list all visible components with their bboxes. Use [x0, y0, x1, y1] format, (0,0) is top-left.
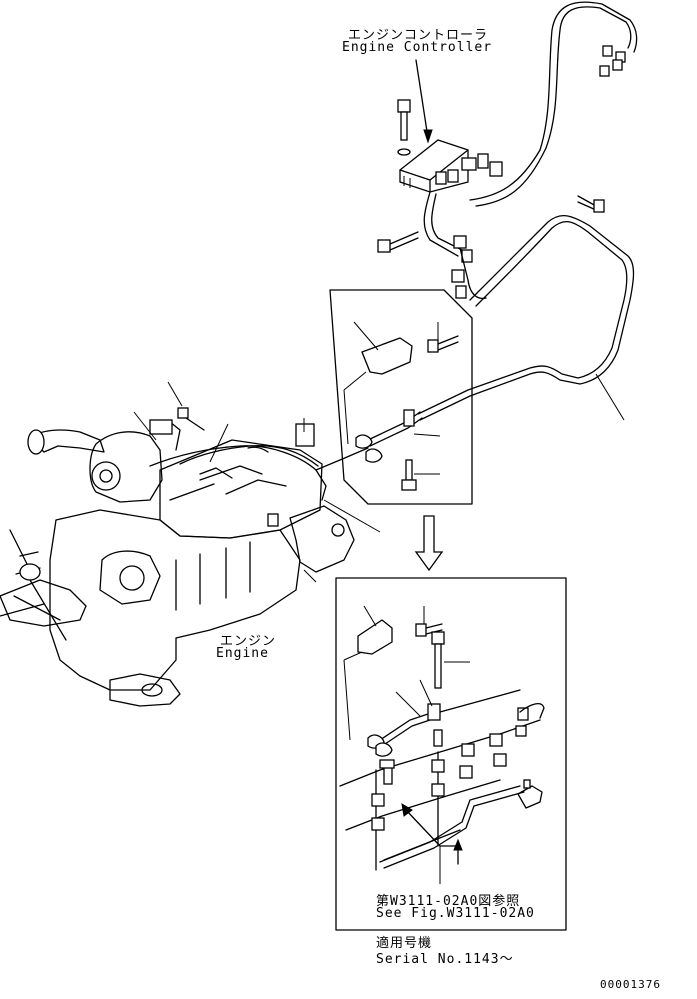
upper-harness: [469, 1, 638, 213]
serial-label-jp: 適用号機: [376, 936, 433, 951]
see-fig-label-jp: 第W3111-02A0図参照: [376, 894, 521, 909]
leader-block: [209, 423, 229, 463]
leader-harness: [595, 373, 625, 421]
leader-controller: [415, 59, 429, 139]
leader-turbo: [133, 411, 157, 441]
bolt-top: [397, 99, 411, 156]
engine-controller-unit: [399, 139, 503, 193]
detail-box-lower: [335, 577, 567, 931]
engine-label-jp: エンジン: [220, 634, 277, 649]
leader-bolt: [167, 381, 183, 407]
see-fig-label-en: See Fig.W3111-02A0: [376, 906, 535, 921]
serial-label-en: Serial No.1143～: [376, 952, 514, 967]
engine-controller-label-jp: エンジンコントローラ: [348, 28, 489, 43]
document-number: 00001376: [600, 978, 661, 991]
controller-harness: [423, 191, 487, 300]
bolt-left: [377, 231, 419, 253]
detail-box-upper: [329, 289, 473, 505]
leader-bracket: [323, 499, 381, 533]
engine-controller-label-en: Engine Controller: [342, 40, 493, 55]
leader-mount: [303, 569, 317, 583]
engine-assembly: [0, 407, 369, 707]
engine-label-en: Engine: [216, 646, 269, 661]
main-harness: [417, 215, 635, 421]
down-arrow: [414, 515, 444, 572]
